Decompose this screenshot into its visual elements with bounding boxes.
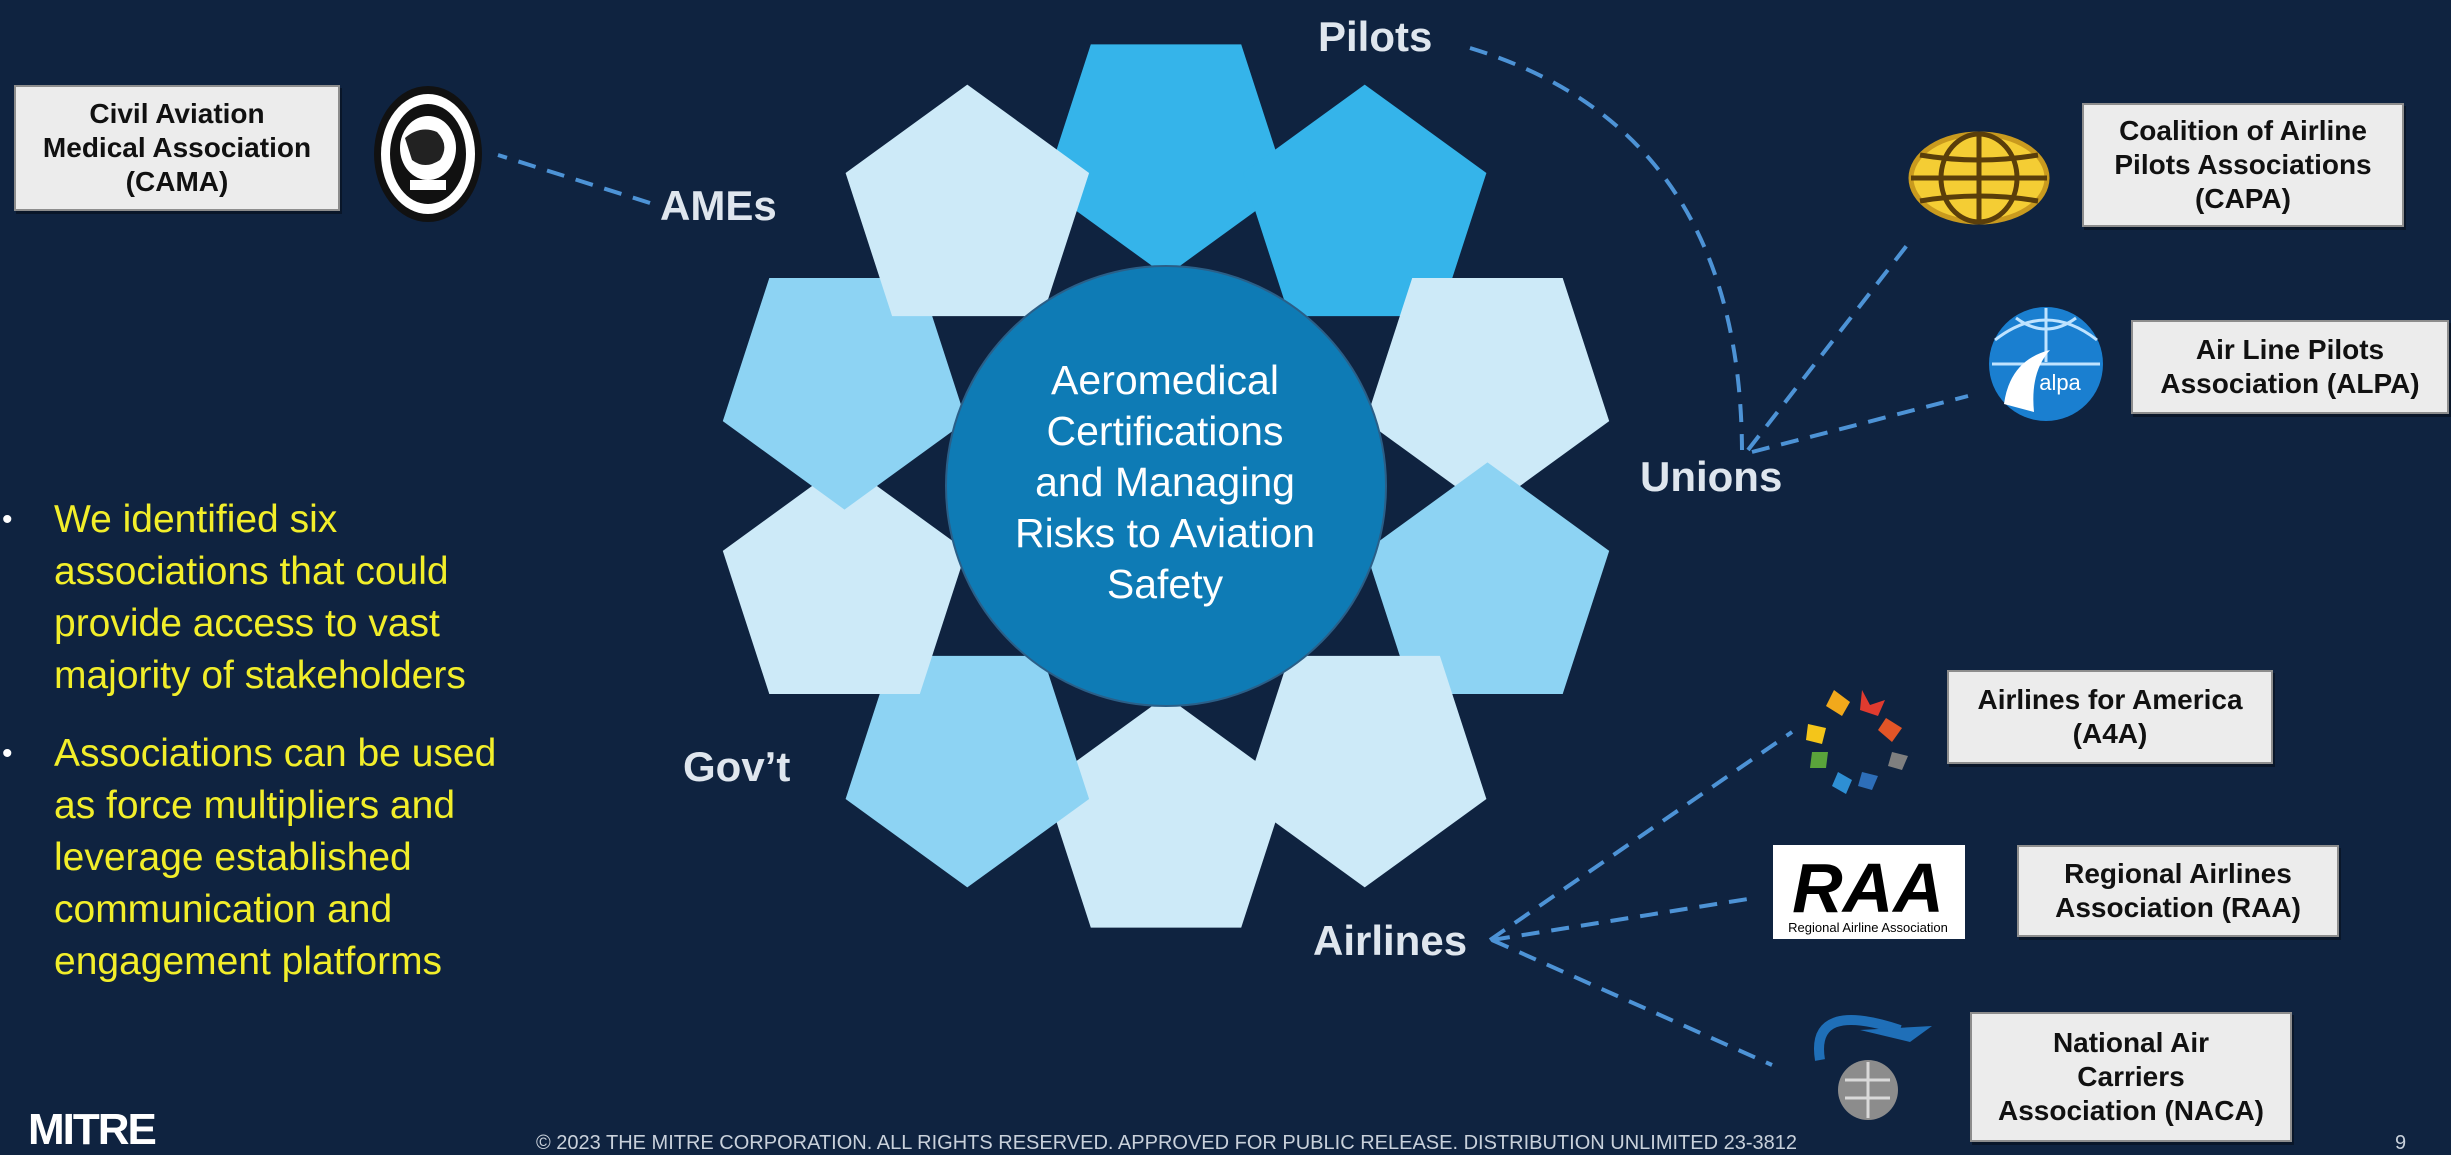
pentagon-segment (1044, 696, 1288, 928)
connector-lines (497, 46, 1969, 1067)
association-box-raa: Regional Airlines Association (RAA) (2017, 845, 2339, 937)
group-label-govt: Gov’t (683, 743, 791, 790)
bullet-text-2: Associations can be used as force multip… (54, 732, 497, 983)
footer-copyright: © 2023 THE MITRE CORPORATION. ALL RIGHTS… (536, 1132, 1797, 1154)
pentagon-segment (1242, 655, 1487, 888)
connector-pilots-unions (1469, 46, 1744, 451)
group-label-ames: AMEs (660, 182, 777, 229)
alpa-logo-text: alpa (2039, 370, 2081, 395)
pentagon-segment (845, 655, 1090, 888)
pentagon-segment (845, 84, 1090, 317)
bullet-item: •Associations can be used as force multi… (2, 732, 497, 983)
pentagon-segment (722, 278, 967, 510)
connector-unions-capa (1746, 242, 1910, 452)
naca-globe-plane-icon (1814, 1015, 1932, 1120)
connector-airlines-raa (1491, 896, 1755, 942)
association-box-alpa: Air Line Pilots Association (ALPA) (2131, 320, 2449, 414)
pentagon-ring (722, 44, 1610, 928)
association-box-a4a: Airlines for America (A4A) (1947, 670, 2273, 764)
center-title: Aeromedical Certifications and Managing … (1014, 357, 1316, 607)
pentagon-segment (1365, 462, 1610, 694)
bullet-item: •We identified six associations that cou… (2, 498, 466, 697)
connector-unions-alpa (1751, 394, 1969, 454)
pentagon-segment (1242, 84, 1487, 317)
cama-seal-icon (374, 86, 482, 222)
bullet-text-1: We identified six associations that coul… (54, 498, 466, 697)
center-circle (945, 265, 1387, 707)
association-box-capa: Coalition of Airline Pilots Associations… (2082, 103, 2404, 227)
pentagon-segment (722, 462, 967, 694)
group-label-unions: Unions (1640, 453, 1783, 500)
connector-ames-cama (497, 153, 651, 205)
page-number: 9 (2395, 1132, 2407, 1154)
group-label-airlines: Airlines (1313, 917, 1468, 964)
connector-airlines-a4a (1488, 730, 1794, 942)
capa-globe-icon (1908, 131, 2050, 225)
connector-airlines-naca (1491, 938, 1773, 1067)
pentagon-segment (1044, 44, 1288, 277)
bullet-list: •We identified six associations that cou… (0, 494, 540, 1014)
group-label-pilots: Pilots (1318, 13, 1433, 60)
association-box-naca: National Air Carriers Association (NACA) (1970, 1012, 2292, 1142)
mitre-logo: MITRE (28, 1105, 157, 1154)
a4a-airplanes-icon (1806, 690, 1908, 794)
raa-logo-subtext: Regional Airline Association (1788, 920, 1948, 935)
raa-logo-icon: RAA Regional Airline Association (1773, 845, 1965, 939)
alpa-globe-icon: alpa (1989, 307, 2103, 421)
pentagon-segment (1365, 278, 1610, 510)
raa-logo-text: RAA (1792, 849, 1944, 927)
association-box-cama: Civil Aviation Medical Association (CAMA… (14, 85, 340, 211)
